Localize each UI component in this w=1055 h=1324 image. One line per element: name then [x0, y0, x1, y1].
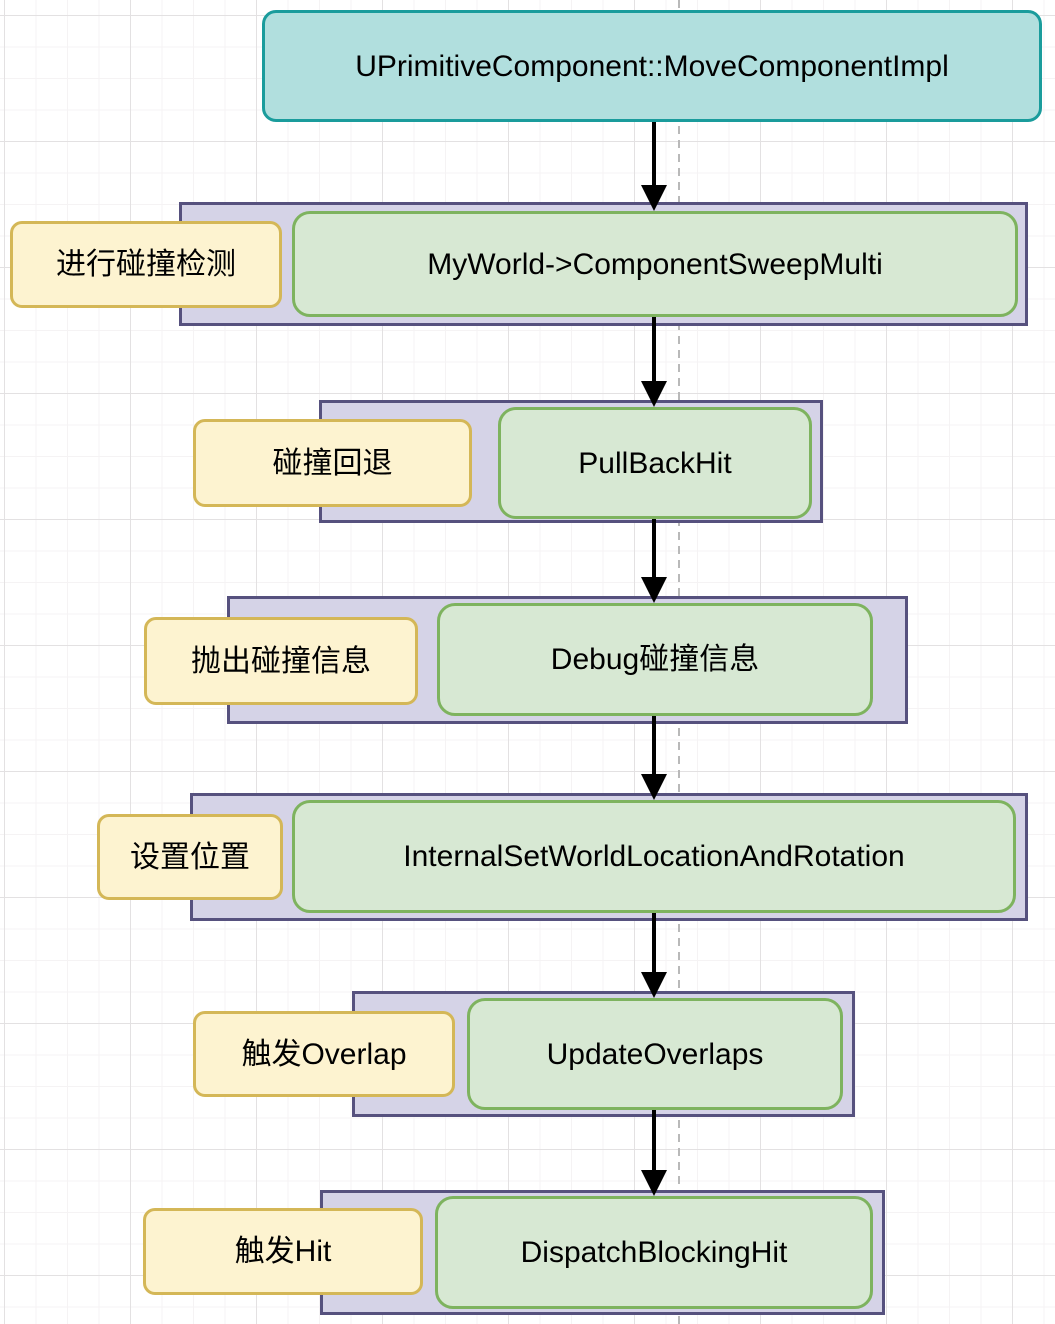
annotation-trigger-overlap[interactable]: 触发Overlap: [193, 1011, 455, 1097]
annotation-trigger-hit[interactable]: 触发Hit: [143, 1208, 423, 1295]
arrow-head-icon: [641, 972, 667, 998]
arrow-shaft: [652, 716, 656, 776]
node-component-sweep-multi[interactable]: MyWorld->ComponentSweepMulti: [292, 211, 1018, 317]
arrow-shaft: [652, 122, 656, 187]
node-update-overlaps[interactable]: UpdateOverlaps: [467, 998, 843, 1110]
arrow-head-icon: [641, 185, 667, 211]
node-ue-move-component-impl[interactable]: UPrimitiveComponent::MoveComponentImpl: [262, 10, 1042, 122]
flow-arrow-5: [641, 913, 667, 998]
arrow-head-icon: [641, 381, 667, 407]
arrow-head-icon: [641, 577, 667, 603]
annotation-set-position[interactable]: 设置位置: [97, 814, 283, 900]
flow-arrow-6: [641, 1110, 667, 1196]
annotation-collision-detect[interactable]: 进行碰撞检测: [10, 221, 282, 308]
arrow-shaft: [652, 519, 656, 579]
annotation-collision-pullback[interactable]: 碰撞回退: [193, 419, 472, 507]
flow-arrow-3: [641, 519, 667, 603]
node-internal-set-world-location-and-rotation[interactable]: InternalSetWorldLocationAndRotation: [292, 800, 1016, 913]
arrow-head-icon: [641, 1170, 667, 1196]
flow-arrow-1: [641, 122, 667, 211]
arrow-shaft: [652, 1110, 656, 1172]
arrow-shaft: [652, 913, 656, 974]
node-pull-back-hit[interactable]: PullBackHit: [498, 407, 812, 519]
flow-arrow-2: [641, 317, 667, 407]
arrow-shaft: [652, 317, 656, 383]
node-debug-collision-info[interactable]: Debug碰撞信息: [437, 603, 873, 716]
node-dispatch-blocking-hit[interactable]: DispatchBlockingHit: [435, 1196, 873, 1309]
arrow-head-icon: [641, 774, 667, 800]
flow-arrow-4: [641, 716, 667, 800]
annotation-throw-collision-info[interactable]: 抛出碰撞信息: [144, 617, 418, 705]
